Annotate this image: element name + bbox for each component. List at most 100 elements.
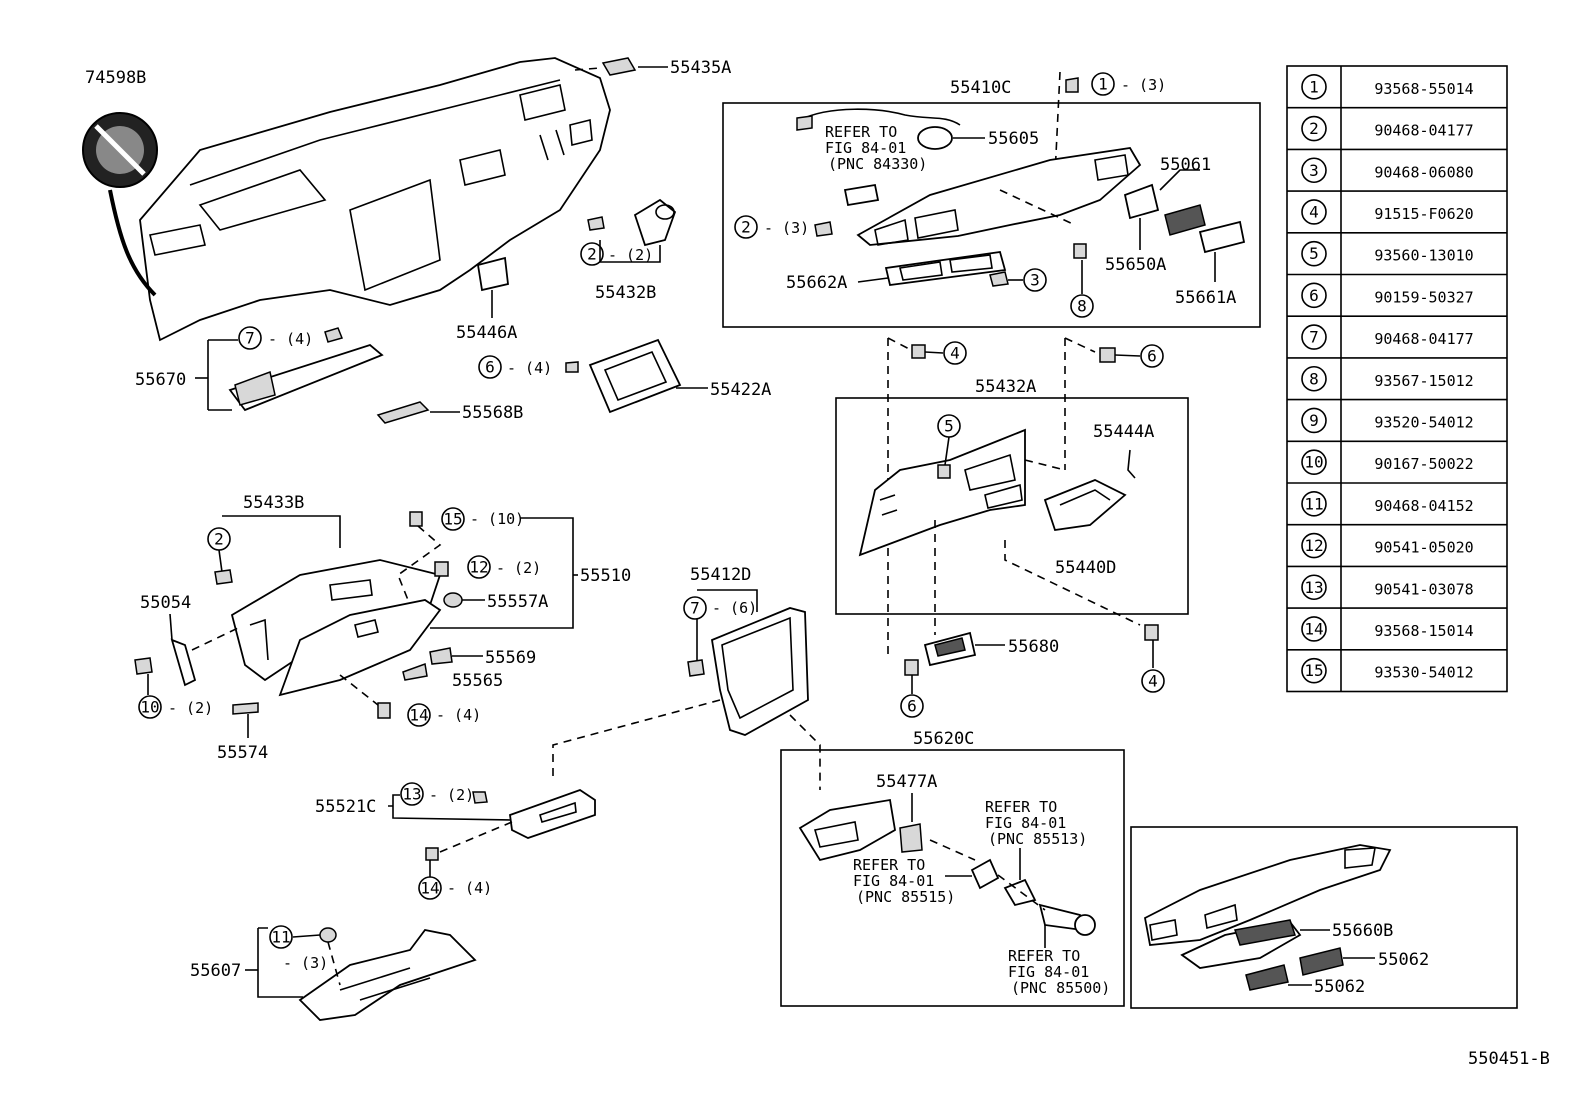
- callout-55412D: 55412D: [690, 565, 751, 585]
- parts-table-num: 1: [1309, 77, 1319, 96]
- parts-table-circle: [1301, 157, 1327, 184]
- circled-8: 8: [1070, 294, 1094, 318]
- screw-4-b: [1144, 624, 1159, 641]
- callout-55477A: 55477A: [876, 772, 937, 792]
- circled-10: 10: [138, 695, 162, 719]
- circled-12: 12: [467, 555, 491, 579]
- parts-table-num: 7: [1309, 328, 1319, 347]
- callout-55410C: 55410C: [950, 78, 1011, 98]
- circled-2-a: 2: [580, 242, 604, 266]
- qty-14-4-a: - (4): [436, 706, 481, 724]
- parts-table-circle: [1301, 657, 1327, 684]
- part-55054-damper: [134, 638, 197, 687]
- ref-85513: REFER TO FIG 84-01 (PNC 85513): [985, 798, 1087, 848]
- parts-table-circle: [1301, 365, 1327, 392]
- parts-table-circle: [1301, 532, 1327, 559]
- parts-table-num: 9: [1309, 411, 1319, 430]
- part-55605-wire: [796, 108, 985, 150]
- part-55412D-frame: [710, 607, 809, 736]
- svg-text:14: 14: [420, 879, 439, 898]
- circled-7-b: 7: [683, 596, 707, 620]
- parts-table-partno: 90468-06080: [1374, 163, 1473, 181]
- part-55410C-cluster: [856, 147, 1142, 286]
- circled-6-b: 6: [1140, 344, 1164, 368]
- parts-table-partno: 90159-50327: [1374, 288, 1473, 306]
- circled-4-a: 4: [943, 341, 967, 365]
- callout-55062-b: 55062: [1314, 977, 1365, 997]
- qty-15-10: - (10): [470, 510, 524, 528]
- callout-55422A: 55422A: [710, 380, 771, 400]
- svg-text:REFER TO: REFER TO: [1008, 947, 1080, 965]
- circled-1-a: 1: [1091, 72, 1115, 96]
- parts-table-circle: [1301, 491, 1327, 517]
- part-55568B: [376, 401, 460, 424]
- svg-text:1: 1: [1098, 75, 1108, 94]
- svg-text:6: 6: [907, 697, 917, 716]
- part-55061-vent: [1159, 169, 1206, 236]
- callout-55670: 55670: [135, 370, 186, 390]
- parts-table-partno: 90167-50022: [1374, 455, 1473, 473]
- part-55432A-lower-panel: [858, 428, 1026, 557]
- callout-55062-a: 55062: [1378, 950, 1429, 970]
- svg-text:REFER TO: REFER TO: [853, 856, 925, 874]
- callout-55557A: 55557A: [487, 592, 548, 612]
- part-55650A: [1123, 183, 1160, 250]
- parts-table-circle: [1301, 407, 1327, 434]
- part-55440D-pocket: [1043, 479, 1127, 531]
- callout-55605: 55605: [988, 129, 1039, 149]
- svg-text:FIG 84-01: FIG 84-01: [853, 872, 934, 890]
- svg-text:2: 2: [741, 218, 751, 237]
- ref-85515: REFER TO FIG 84-01 (PNC 85515): [853, 856, 955, 906]
- callout-55569: 55569: [485, 648, 536, 668]
- svg-text:(PNC 85500): (PNC 85500): [1011, 979, 1110, 997]
- qty-2-2: - (2): [608, 246, 653, 264]
- parts-table-row: 7 90468-04177: [1301, 324, 1474, 350]
- svg-text:6: 6: [1147, 347, 1157, 366]
- circled-15: 15: [441, 507, 465, 531]
- parts-table-partno: 91515-F0620: [1374, 205, 1473, 223]
- parts-table-circle: [1301, 574, 1327, 601]
- parts-table-circle: [1301, 616, 1327, 642]
- circled-6-c: 6: [900, 694, 924, 718]
- svg-text:11: 11: [271, 928, 290, 947]
- qty-13-2: - (2): [429, 786, 474, 804]
- callout-55435A: 55435A: [670, 58, 731, 78]
- circled-14-a: 14: [407, 703, 431, 727]
- parts-table-partno: 90468-04177: [1374, 330, 1473, 348]
- callout-55607: 55607: [190, 961, 241, 981]
- svg-text:4: 4: [950, 344, 960, 363]
- callout-55061: 55061: [1160, 155, 1211, 175]
- parts-table-partno: 90541-03078: [1374, 580, 1473, 598]
- svg-text:14: 14: [409, 706, 428, 725]
- part-cigar-lighter-assembly: [929, 839, 1096, 948]
- callout-55440D: 55440D: [1055, 558, 1116, 578]
- parts-table-border: [1286, 65, 1508, 693]
- qty-6-4: - (4): [507, 359, 552, 377]
- callout-55432B: 55432B: [595, 283, 656, 303]
- parts-table-num: 11: [1304, 494, 1323, 513]
- qty-11-3: - (3): [283, 954, 328, 972]
- parts-table-circle: [1301, 74, 1327, 100]
- part-55433B-glove-box: [230, 559, 442, 697]
- part-55422A-frame: [565, 338, 708, 414]
- parts-table-num: 15: [1304, 661, 1323, 680]
- svg-text:2: 2: [587, 245, 597, 264]
- ref-85500: REFER TO FIG 84-01 (PNC 85500): [1008, 947, 1110, 997]
- parts-table-circle: [1301, 199, 1327, 225]
- callout-55650A: 55650A: [1105, 255, 1166, 275]
- parts-table-partno: 93568-55014: [1374, 80, 1473, 98]
- callout-55433B: 55433B: [243, 493, 304, 513]
- svg-text:2: 2: [214, 530, 224, 549]
- callout-55661A: 55661A: [1175, 288, 1236, 308]
- svg-text:13: 13: [402, 785, 421, 804]
- parts-table-partno: 90468-04177: [1374, 122, 1473, 140]
- svg-text:(PNC 84330): (PNC 84330): [828, 155, 927, 173]
